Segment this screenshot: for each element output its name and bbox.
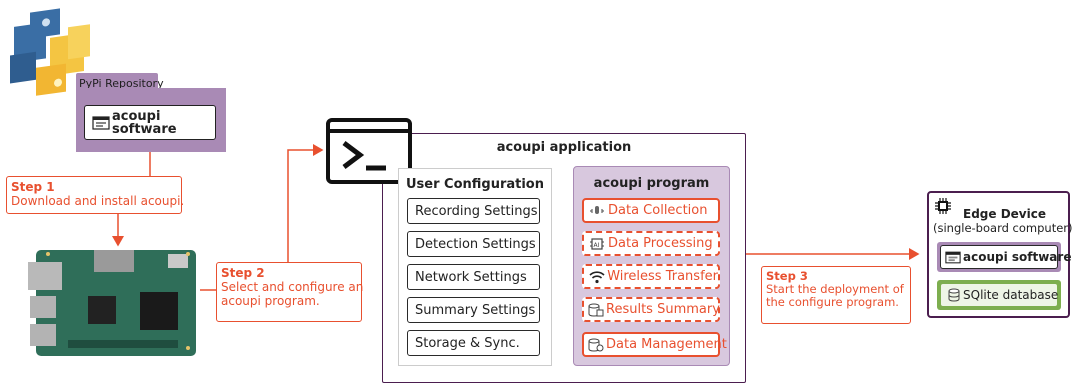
python-logo <box>10 8 90 96</box>
code-window-icon <box>92 115 110 130</box>
step1-title: Step 1 <box>11 180 55 194</box>
program-step-label: Data Processing <box>608 236 713 251</box>
program-step-label: Data Management <box>606 337 727 352</box>
config-item[interactable]: Detection Settings <box>407 231 540 257</box>
step1-text: Download and install acoupi. <box>11 194 185 208</box>
config-item[interactable]: Network Settings <box>407 264 540 290</box>
program-step-results-summary[interactable]: Results Summary <box>582 297 720 322</box>
ai-chip-icon: AI <box>588 237 606 251</box>
program-step-label: Results Summary <box>606 302 720 317</box>
step3-box: Step 3 Start the deployment of the confi… <box>761 266 911 324</box>
user-configuration-title: User Configuration <box>405 177 544 192</box>
svg-text:AI: AI <box>594 242 600 249</box>
program-step-data-management[interactable]: Data Management <box>582 332 727 357</box>
terminal-icon <box>326 118 412 184</box>
edge-database-label: SQlite database <box>963 288 1059 302</box>
step2-box: Step 2 Select and configure an acoupi pr… <box>216 262 364 322</box>
pypi-tab-label: PyPi Repository <box>79 77 164 90</box>
edge-device-title: Edge Device <box>963 207 1046 221</box>
pypi-software-label: acoupi software <box>112 108 177 137</box>
program-step-data-collection[interactable]: Data Collection <box>582 198 720 223</box>
cpu-chip-icon <box>934 197 952 219</box>
acoupi-program-title: acoupi program <box>593 176 710 191</box>
config-item[interactable]: Storage & Sync. <box>407 330 540 356</box>
microphone-icon <box>588 204 606 218</box>
step3-text-line2: the configure program. <box>766 295 899 309</box>
program-step-data-processing[interactable]: AI Data Processing <box>582 231 720 256</box>
config-item-label: Recording Settings <box>415 203 538 219</box>
config-item-label: Detection Settings <box>415 236 536 252</box>
edge-database-box: SQlite database <box>940 283 1058 307</box>
wifi-icon <box>588 270 605 284</box>
edge-device-subtitle: (single-board computer) <box>933 221 1073 235</box>
database-gear-icon <box>588 338 604 352</box>
step3-title: Step 3 <box>766 269 808 283</box>
step1-box: Step 1 Download and install acoupi. <box>6 176 185 214</box>
step2-text-line2: acoupi program. <box>221 294 320 308</box>
config-item[interactable]: Summary Settings <box>407 297 540 323</box>
connector-lines <box>112 144 920 291</box>
step2-title: Step 2 <box>221 266 265 280</box>
pypi-folder-tab: PyPi Repository <box>76 73 164 91</box>
application-title: acoupi application <box>496 140 632 155</box>
config-item-label: Storage & Sync. <box>415 335 520 351</box>
database-icon <box>947 288 961 302</box>
edge-software-label: acoupi software <box>963 250 1072 264</box>
code-window-icon <box>945 250 961 264</box>
board-illustration <box>28 250 196 356</box>
config-item-label: Summary Settings <box>415 302 536 318</box>
program-step-label: Wireless Transfer <box>607 269 718 284</box>
program-step-label: Data Collection <box>608 203 708 218</box>
summary-database-icon <box>588 303 604 317</box>
config-item-label: Network Settings <box>415 269 527 285</box>
program-step-wireless-transfer[interactable]: Wireless Transfer <box>582 264 720 289</box>
edge-software-box: acoupi software <box>940 245 1071 269</box>
pypi-software-box: acoupi software <box>84 105 216 140</box>
config-item[interactable]: Recording Settings <box>407 198 540 224</box>
step2-text-line1: Select and configure an <box>221 280 364 294</box>
step3-text-line1: Start the deployment of <box>766 282 904 296</box>
